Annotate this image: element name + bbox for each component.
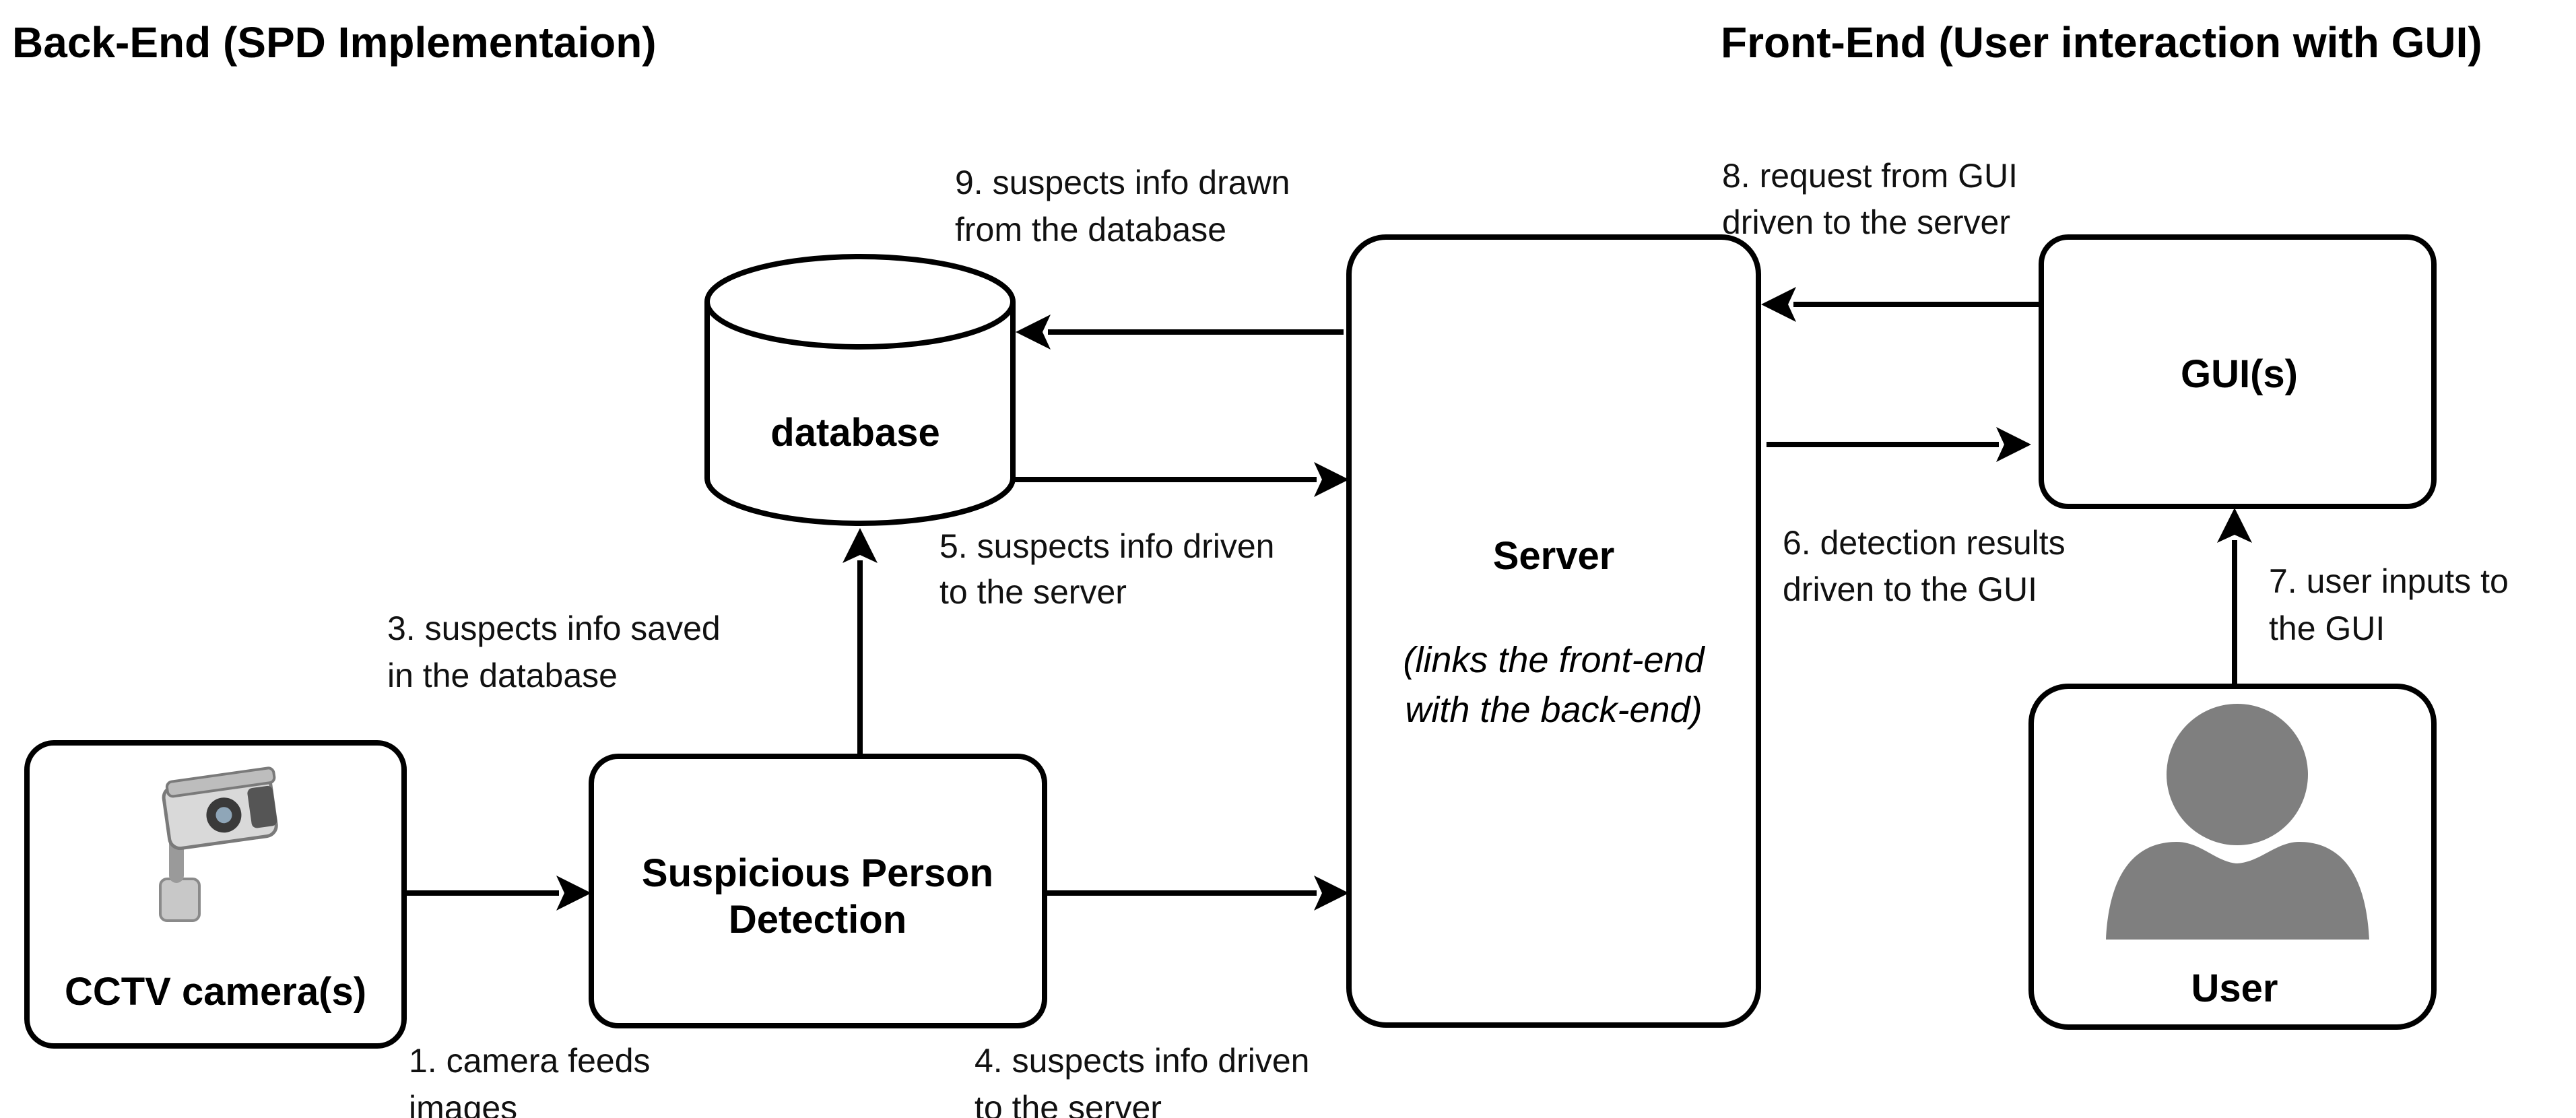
edge-label-6: 6. detection results driven to the GUI xyxy=(1783,524,2066,608)
svg-text:from the database: from the database xyxy=(955,211,1226,249)
edge-server-to-database xyxy=(1016,315,1344,350)
svg-text:driven to the server: driven to the server xyxy=(1722,203,2010,241)
server-label: Server xyxy=(1493,534,1615,578)
edge-database-to-server xyxy=(1014,462,1349,497)
spd-label-line2: Detection xyxy=(729,898,906,942)
edge-label-5: 5. suspects info driven to the server xyxy=(939,527,1275,611)
server-sub-line2: with the back-end) xyxy=(1405,690,1702,730)
svg-text:the GUI: the GUI xyxy=(2269,610,2385,647)
edge-label-3: 3. suspects info saved in the database xyxy=(387,610,721,694)
cctv-camera-icon xyxy=(159,766,278,922)
svg-text:8. request from GUI: 8. request from GUI xyxy=(1722,157,2018,195)
spd-node[interactable]: Suspicious Person Detection xyxy=(589,754,1047,1028)
database-label: database xyxy=(770,411,939,455)
edge-user-to-gui xyxy=(2217,508,2252,685)
server-node[interactable]: Server (links the front-end with the bac… xyxy=(1346,234,1761,1028)
database-node[interactable]: database xyxy=(704,254,1016,526)
edge-cctv-to-spd xyxy=(405,876,591,911)
svg-text:to the server: to the server xyxy=(939,573,1127,611)
gui-label: GUI(s) xyxy=(2181,352,2298,396)
server-sub-line1: (links the front-end xyxy=(1403,640,1705,680)
svg-text:to the server: to the server xyxy=(975,1089,1162,1118)
svg-text:4. suspects info driven: 4. suspects info driven xyxy=(975,1042,1310,1080)
edge-server-to-gui xyxy=(1766,427,2031,462)
edge-gui-to-server xyxy=(1761,287,2040,322)
user-label: User xyxy=(2191,966,2278,1010)
edge-spd-to-server xyxy=(1046,876,1349,911)
svg-text:5. suspects info driven: 5. suspects info driven xyxy=(939,527,1275,565)
edge-label-7: 7. user inputs to the GUI xyxy=(2269,562,2509,647)
cctv-label: CCTV camera(s) xyxy=(65,970,366,1014)
front-end-heading: Front-End (User interaction with GUI) xyxy=(1721,18,2482,67)
svg-text:driven to the GUI: driven to the GUI xyxy=(1783,570,2037,608)
edge-label-8: 8. request from GUI driven to the server xyxy=(1722,157,2018,241)
user-node[interactable]: User xyxy=(2028,684,2437,1030)
svg-text:images: images xyxy=(409,1089,517,1118)
cctv-node[interactable]: CCTV camera(s) xyxy=(24,740,407,1049)
svg-text:9. suspects info drawn: 9. suspects info drawn xyxy=(955,164,1290,201)
svg-text:6. detection results: 6. detection results xyxy=(1783,524,2066,562)
spd-label-line1: Suspicious Person xyxy=(642,851,993,895)
svg-text:3. suspects info saved: 3. suspects info saved xyxy=(387,610,721,647)
svg-text:7. user inputs to: 7. user inputs to xyxy=(2269,562,2509,600)
svg-text:1. camera feeds: 1. camera feeds xyxy=(409,1042,651,1080)
gui-node[interactable]: GUI(s) xyxy=(2039,234,2437,509)
back-end-heading: Back-End (SPD Implementaion) xyxy=(12,18,657,67)
edge-label-1: 1. camera feeds images xyxy=(409,1042,651,1118)
edge-label-9: 9. suspects info drawn from the database xyxy=(955,164,1290,249)
svg-text:in the database: in the database xyxy=(387,657,618,694)
edge-spd-to-database xyxy=(843,528,878,755)
user-silhouette-icon xyxy=(2106,704,2369,940)
edge-label-4: 4. suspects info driven to the server xyxy=(975,1042,1310,1118)
